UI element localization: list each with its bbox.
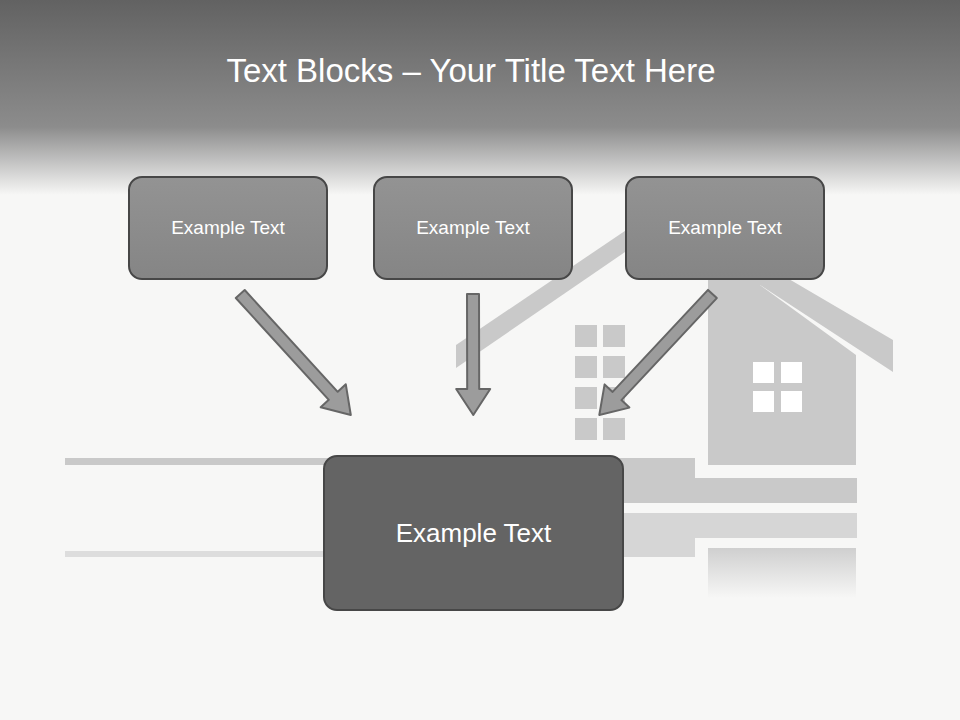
text-block: Example Text	[373, 176, 573, 280]
block-text: Example Text	[668, 217, 782, 239]
text-block: Example Text	[625, 176, 825, 280]
arrow-shape	[599, 290, 717, 415]
block-arrow	[456, 294, 490, 415]
arrow-shape	[456, 294, 490, 415]
block-text: Example Text	[416, 217, 530, 239]
block-text: Example Text	[171, 217, 285, 239]
block-text: Example Text	[396, 518, 552, 549]
block-arrow	[599, 290, 717, 415]
text-block: Example Text	[323, 455, 624, 611]
text-block: Example Text	[128, 176, 328, 280]
arrow-shape	[236, 290, 351, 415]
slide-title: Text Blocks – Your Title Text Here	[0, 52, 942, 90]
block-arrow	[236, 290, 351, 415]
